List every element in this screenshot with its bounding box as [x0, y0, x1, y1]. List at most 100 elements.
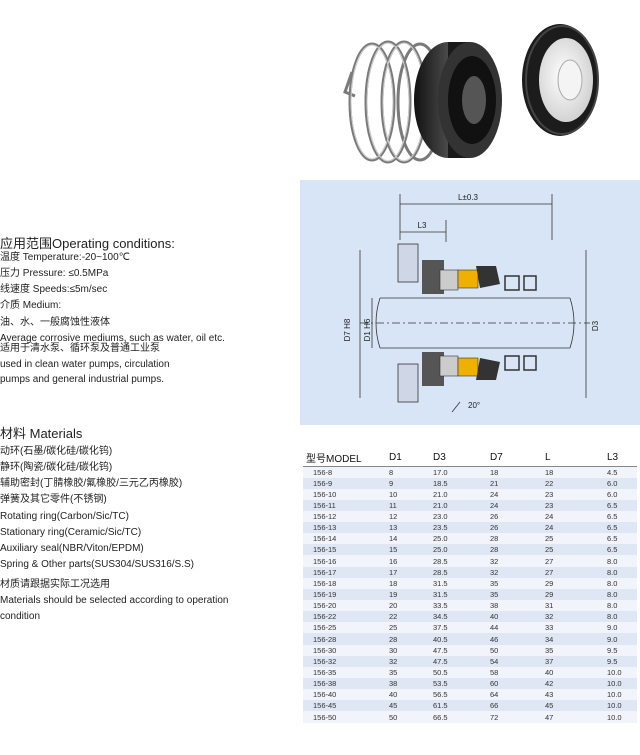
cell-l: 32 — [527, 611, 579, 623]
cell-d7: 35 — [471, 577, 527, 589]
cell-l3: 6.5 — [579, 522, 637, 534]
cell-l3: 8.0 — [579, 577, 637, 589]
cell-d1: 16 — [363, 555, 415, 567]
cell-l: 35 — [527, 644, 579, 656]
cell-d1: 50 — [363, 711, 415, 723]
cell-l: 27 — [527, 566, 579, 578]
cell-d3: 31.5 — [415, 577, 471, 589]
technical-drawing: L±0.3 L3 D7 H8 D1 H6 D3 20° — [300, 180, 640, 425]
cell-d3: 25.0 — [415, 533, 471, 545]
materials-line: 动环(石墨/碳化硅/碳化钨) — [0, 446, 113, 457]
cell-d7: 32 — [471, 555, 527, 567]
cell-d3: 25.0 — [415, 544, 471, 556]
application-line: pumps and general industrial pumps. — [0, 374, 164, 385]
dim-d7-label: D7 H8 — [343, 318, 352, 341]
seal-head — [414, 42, 502, 158]
materials-line: Materials should be selected according t… — [0, 595, 229, 606]
cell-d3: 61.5 — [415, 700, 471, 712]
application-line: 油、水、一般腐蚀性液体 — [0, 317, 110, 328]
cell-d1: 30 — [363, 644, 415, 656]
cell-l: 33 — [527, 622, 579, 634]
cell-model: 156-18 — [303, 577, 363, 589]
table-header-row: 型号MODEL D1 D3 D7 L L3 — [303, 449, 637, 467]
cell-l3: 8.0 — [579, 566, 637, 578]
cell-l3: 10.0 — [579, 689, 637, 701]
cell-d3: 50.5 — [415, 666, 471, 679]
product-photo — [343, 24, 599, 164]
cell-l3: 6.5 — [579, 533, 637, 545]
cell-l: 22 — [527, 477, 579, 489]
cell-d7: 35 — [471, 588, 527, 601]
cell-l: 34 — [527, 633, 579, 645]
cell-l3: 4.5 — [579, 466, 637, 478]
cell-model: 156-20 — [303, 600, 363, 612]
header-l: L — [527, 449, 579, 467]
cell-d7: 66 — [471, 700, 527, 712]
cell-d3: 66.5 — [415, 711, 471, 723]
cell-d3: 17.0 — [415, 466, 471, 478]
cell-l3: 8.0 — [579, 555, 637, 567]
cell-d3: 28.5 — [415, 555, 471, 567]
cell-l3: 10.0 — [579, 678, 637, 690]
cell-d1: 8 — [363, 466, 415, 478]
cell-d3: 31.5 — [415, 588, 471, 601]
cell-l: 23 — [527, 499, 579, 511]
cell-d7: 24 — [471, 488, 527, 500]
application-line: 压力 Pressure: ≤0.5MPa — [0, 268, 109, 279]
cell-l3: 10.0 — [579, 666, 637, 679]
cell-d3: 40.5 — [415, 633, 471, 645]
cell-l: 47 — [527, 711, 579, 723]
cell-model: 156-50 — [303, 711, 363, 723]
cell-d1: 40 — [363, 689, 415, 701]
cell-l: 45 — [527, 700, 579, 712]
cell-d3: 37.5 — [415, 622, 471, 634]
cell-l3: 10.0 — [579, 700, 637, 712]
cell-d1: 14 — [363, 533, 415, 545]
cell-l: 40 — [527, 666, 579, 679]
header-l3: L3 — [579, 449, 637, 467]
cell-d7: 72 — [471, 711, 527, 723]
cell-d3: 56.5 — [415, 689, 471, 701]
cell-d7: 26 — [471, 522, 527, 534]
cell-l3: 9.5 — [579, 655, 637, 667]
cell-d1: 15 — [363, 544, 415, 556]
cell-d3: 23.5 — [415, 522, 471, 534]
materials-line: 材质请跟据实际工况选用 — [0, 579, 110, 590]
cell-d1: 35 — [363, 666, 415, 679]
cell-l: 37 — [527, 655, 579, 667]
cell-model: 156-28 — [303, 633, 363, 645]
cell-model: 156-11 — [303, 499, 363, 511]
cell-d3: 34.5 — [415, 611, 471, 623]
cell-l3: 8.0 — [579, 611, 637, 623]
cell-d1: 45 — [363, 700, 415, 712]
cell-model: 156-32 — [303, 655, 363, 667]
dim-d1-label: D1 H6 — [363, 318, 372, 341]
cell-model: 156-10 — [303, 488, 363, 500]
application-line: 介质 Medium: — [0, 300, 62, 311]
materials-line: 静环(陶瓷/碳化硅/碳化钨) — [0, 462, 113, 473]
cell-d7: 21 — [471, 477, 527, 489]
cell-l3: 6.0 — [579, 477, 637, 489]
cell-d7: 60 — [471, 678, 527, 690]
materials-title: 材料 Materials — [0, 426, 83, 441]
cell-model: 156-22 — [303, 611, 363, 623]
cell-d3: 18.5 — [415, 477, 471, 489]
cell-model: 156-25 — [303, 622, 363, 634]
cell-model: 156-38 — [303, 678, 363, 690]
application-line: 线速度 Speeds:≤5m/sec — [0, 284, 108, 295]
